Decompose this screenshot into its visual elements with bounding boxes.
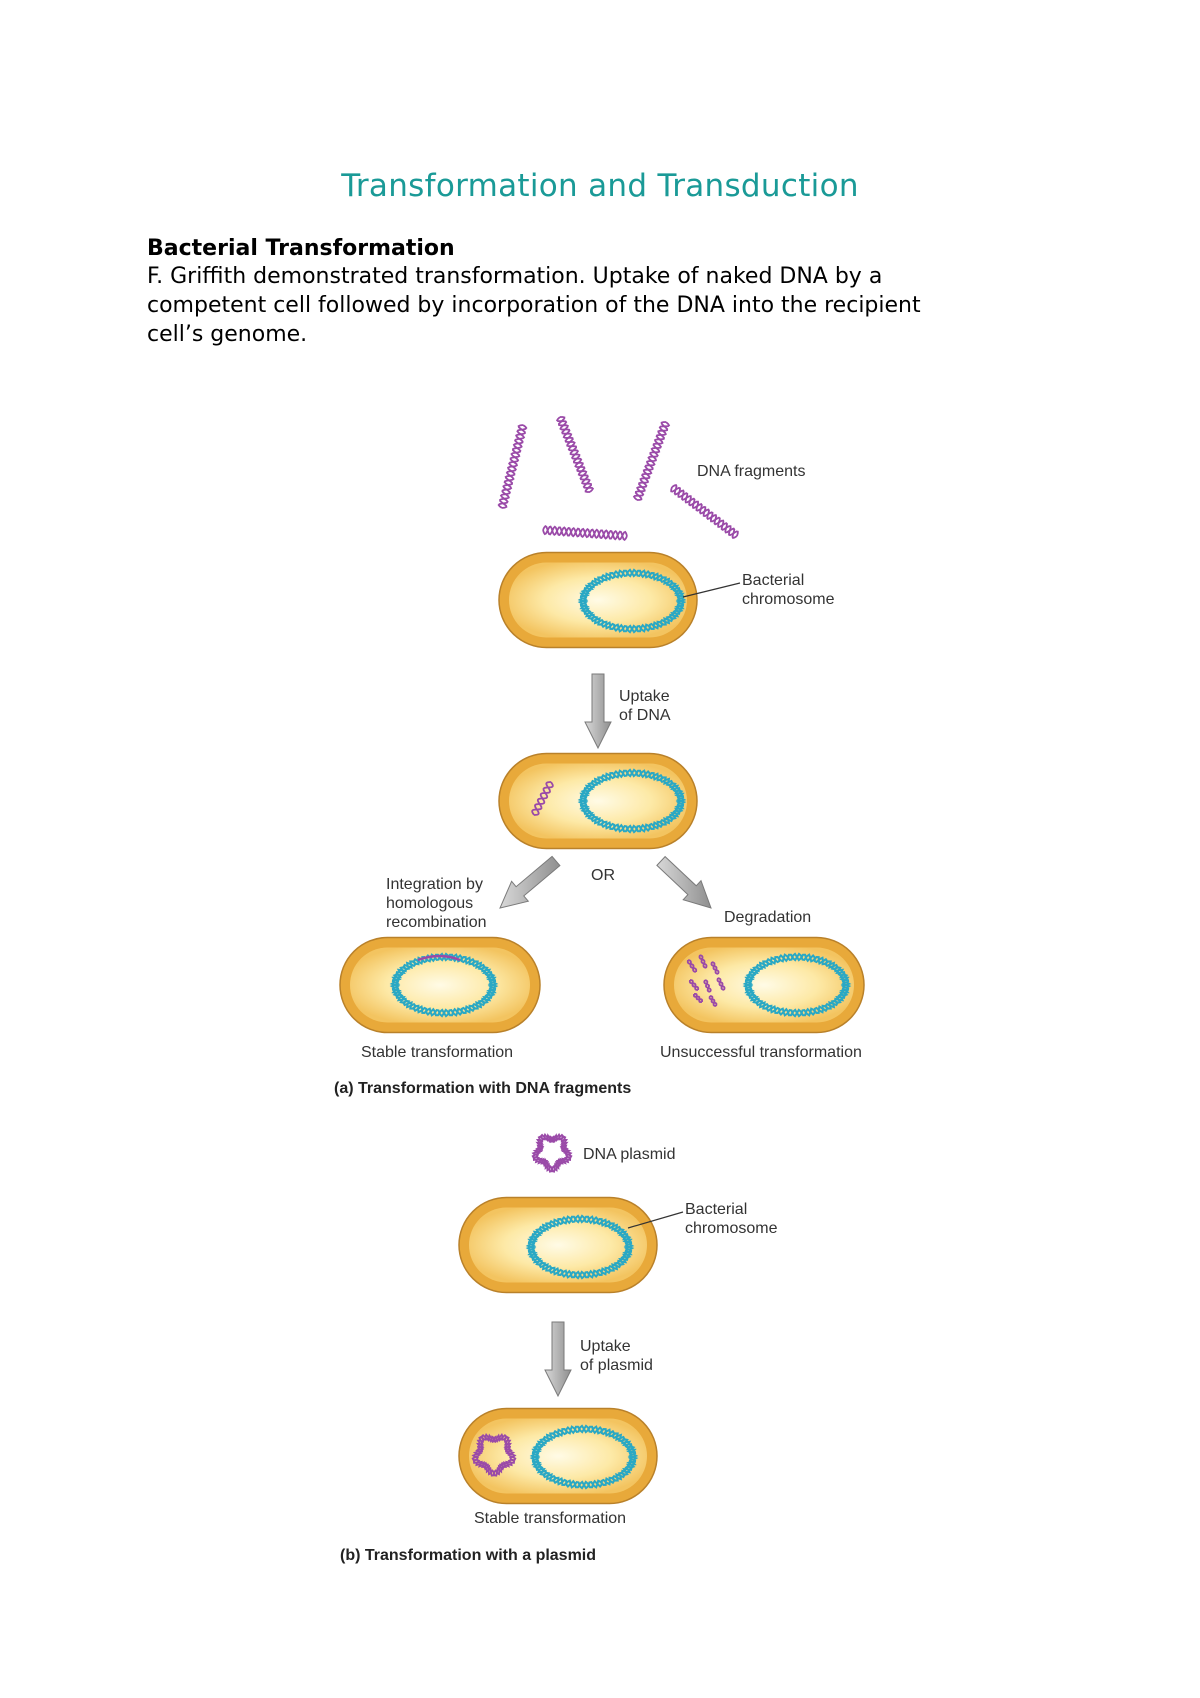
integration-label-line2: homologous (386, 895, 473, 912)
dna-strand (708, 995, 718, 1007)
bacterial-cell (458, 1407, 658, 1505)
dna-strand (693, 993, 703, 1003)
integration-label-line3: recombination (386, 914, 487, 931)
dna-strand (686, 959, 698, 973)
body-paragraph: F. Griffith demonstrated transformation.… (147, 262, 1047, 349)
dna-strand (688, 979, 700, 991)
degradation-label: Degradation (724, 909, 811, 926)
label-leader-line (682, 582, 741, 598)
bacterial-cell (498, 551, 698, 649)
or-label: OR (591, 867, 615, 884)
dna-fragments-label: DNA fragments (697, 463, 805, 480)
dna-strand (716, 977, 726, 991)
panel-a-caption: (a) Transformation with DNA fragments (334, 1080, 631, 1097)
cytoplasm (469, 1418, 647, 1494)
dna-plasmid-label: DNA plasmid (583, 1146, 675, 1163)
stable-transformation-label: Stable transformation (361, 1044, 513, 1061)
integration-label-line1: Integration by (386, 876, 483, 893)
bacterial-cell (458, 1196, 658, 1294)
page-title: Transformation and Transduction (341, 168, 859, 204)
stable-transformation-label: Stable transformation (474, 1510, 626, 1527)
bacterial-cell (498, 752, 698, 850)
dna-strand (555, 416, 595, 493)
dna-strand (703, 979, 712, 993)
bacterial-chromosome (742, 952, 852, 1018)
chromosome-label-line1: Bacterial (742, 572, 804, 589)
bacterial-chromosome (529, 1424, 639, 1490)
chromosome-label-line2: chromosome (685, 1220, 778, 1237)
dna-strand (710, 961, 720, 975)
dna-strand (670, 484, 739, 539)
dna-plasmid-icon (531, 1132, 573, 1173)
unsuccessful-transformation-label: Unsuccessful transformation (660, 1044, 862, 1061)
dna-strand (698, 954, 708, 969)
uptake-plasmid-label-line2: of plasmid (580, 1357, 653, 1374)
down-arrow-icon (584, 673, 612, 750)
label-leader-line (627, 1211, 684, 1229)
cytoplasm (509, 763, 687, 839)
dna-strand (531, 781, 554, 816)
down-left-arrow-icon (499, 855, 561, 909)
down-arrow-icon (544, 1321, 572, 1398)
chromosome-label-line2: chromosome (742, 591, 835, 608)
plasmid-loop (471, 1433, 517, 1477)
cytoplasm (674, 947, 854, 1023)
dna-fragments (497, 416, 739, 541)
section-heading: Bacterial Transformation (147, 236, 455, 261)
bacterial-chromosome (389, 952, 499, 1018)
dna-strand (632, 421, 671, 501)
uptake-plasmid-label-line1: Uptake (580, 1338, 631, 1355)
bacterial-cell (663, 936, 865, 1034)
bacterial-cell (339, 936, 541, 1034)
chromosome-label-line1: Bacterial (685, 1201, 747, 1218)
dna-strand (497, 424, 528, 509)
plasmid-loop (531, 1132, 573, 1173)
down-right-arrow-icon (656, 855, 712, 909)
uptake-dna-label-line2: of DNA (619, 707, 671, 724)
bacterial-chromosome (525, 1214, 635, 1280)
bacterial-chromosome (577, 768, 687, 834)
paragraph-line: F. Griffith demonstrated transformation.… (147, 264, 883, 289)
paragraph-line: cell’s genome. (147, 322, 308, 347)
bacterial-chromosome (577, 568, 687, 634)
dna-strand (542, 525, 628, 541)
paragraph-line: competent cell followed by incorporation… (147, 293, 921, 318)
uptake-dna-label-line1: Uptake (619, 688, 670, 705)
panel-b-caption: (b) Transformation with a plasmid (340, 1547, 596, 1564)
cytoplasm (509, 562, 687, 638)
